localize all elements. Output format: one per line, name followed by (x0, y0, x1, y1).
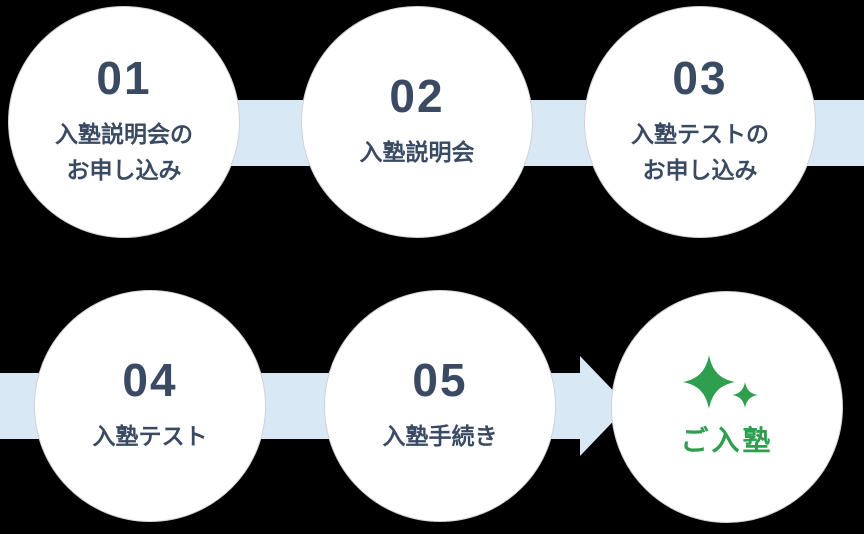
step-label: 入塾説明会 (359, 139, 475, 166)
step-label: 入塾説明会の お申し込み (55, 121, 193, 183)
step-number: 05 (412, 354, 468, 407)
goal-circle: ご入塾 (611, 291, 843, 523)
step-circle-3: 03 入塾テストの お申し込み (584, 6, 816, 238)
step-number: 04 (122, 354, 178, 407)
step-circle-4: 04 入塾テスト (34, 290, 266, 522)
step-label: 入塾テストの お申し込み (631, 121, 769, 183)
step-circle-2: 02 入塾説明会 (301, 6, 533, 238)
step-label: 入塾テスト (92, 423, 208, 450)
step-circle-1: 01 入塾説明会の お申し込み (8, 6, 240, 238)
goal-label: ご入塾 (680, 425, 774, 456)
step-number: 02 (389, 70, 445, 123)
step-circle-5: 05 入塾手続き (324, 290, 556, 522)
step-number: 01 (96, 52, 152, 105)
step-number: 03 (672, 52, 728, 105)
step-label: 入塾手続き (382, 423, 498, 450)
sparkle-icon (683, 355, 758, 409)
